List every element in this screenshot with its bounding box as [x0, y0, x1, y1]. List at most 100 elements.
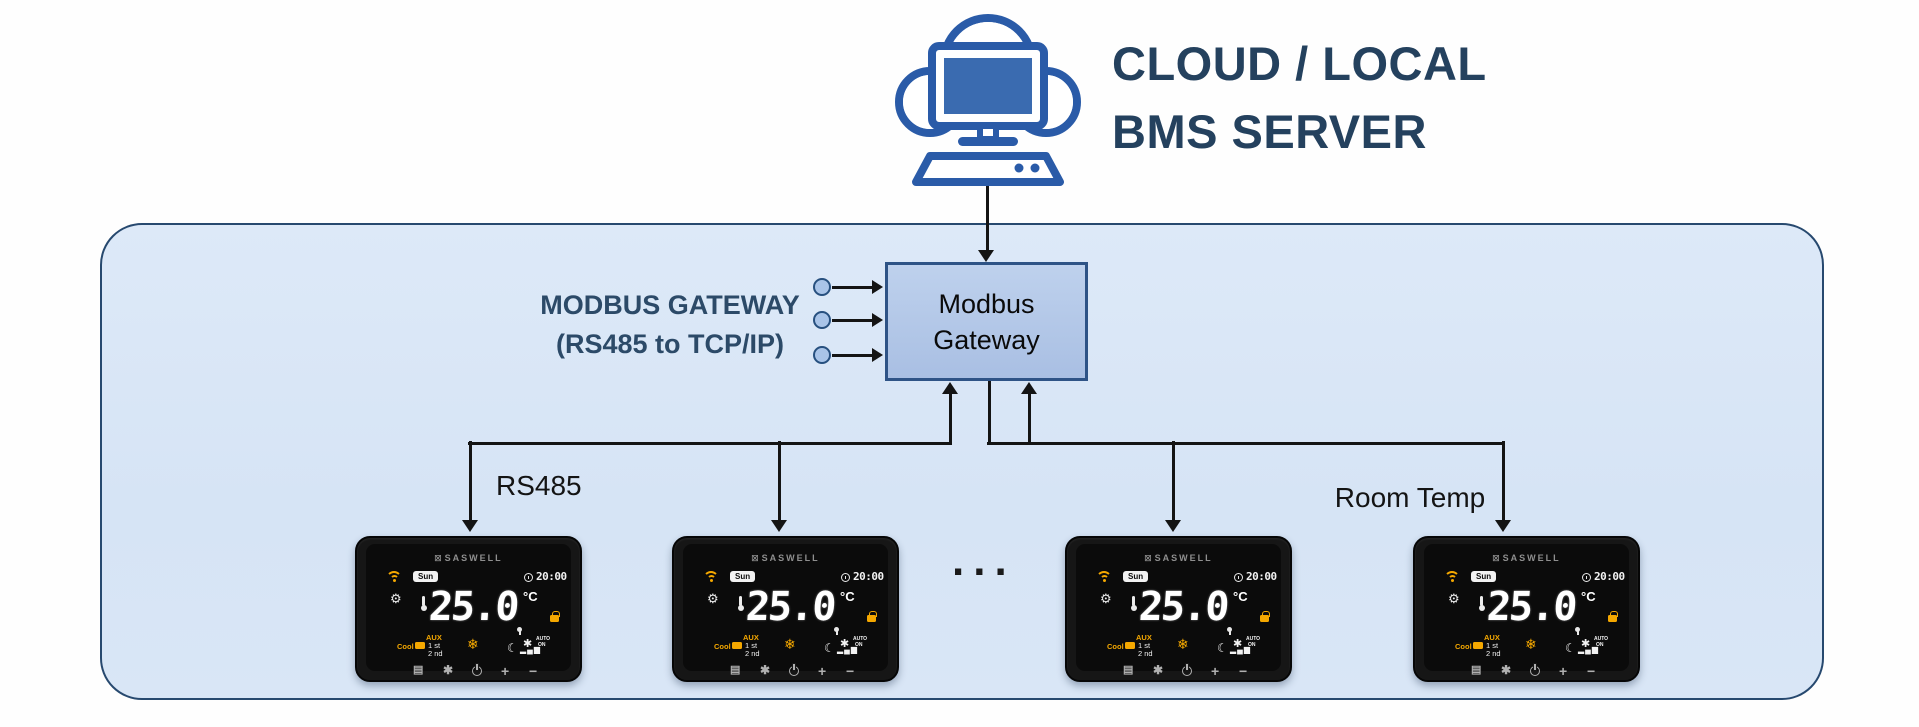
temperature-display: 25.0 — [427, 584, 519, 630]
fan-button[interactable]: ✱ — [760, 663, 771, 677]
stage-1-label: 1 st — [1138, 641, 1151, 650]
gateway-port-dot-3 — [813, 346, 831, 364]
minus-button[interactable]: − — [529, 663, 538, 679]
day-badge: Sun — [730, 571, 756, 582]
fan-on-label: ON — [538, 642, 546, 648]
wire-port-3 — [832, 353, 873, 357]
stage-2-label: 2 nd — [1138, 649, 1153, 658]
brand-name: SASWELL — [761, 553, 820, 563]
touch-icon — [1227, 627, 1232, 635]
thermostat-screen: ☒SASWELL Sun 20:00 ⚙ 25.0 °C AUX Cool 1 … — [1076, 544, 1281, 679]
fan-status-icon: ✱ — [1581, 638, 1591, 650]
thermostat-device: ☒SASWELL Sun 20:00 ⚙ 25.0 °C AUX Cool 1 … — [1065, 536, 1292, 682]
title-line-2: BMS SERVER — [1112, 105, 1427, 158]
fan-on-label: ON — [1248, 642, 1256, 648]
stage-2-label: 2 nd — [1486, 649, 1501, 658]
day-badge: Sun — [1471, 571, 1497, 582]
power-button[interactable] — [1530, 664, 1540, 676]
temperature-unit: °C — [1233, 589, 1248, 604]
arrowhead-port-1 — [872, 280, 883, 294]
minus-button[interactable]: − — [1239, 663, 1248, 679]
wire-drop-thermostat-2 — [777, 441, 781, 522]
thermometer-icon — [1130, 596, 1137, 611]
gateway-label-line-2: (RS485 to TCP/IP) — [555, 329, 785, 359]
more-thermostats-ellipsis: ... — [952, 536, 1016, 585]
stage-2-label: 2 nd — [745, 649, 760, 658]
menu-button[interactable]: ▤ — [1471, 664, 1482, 676]
power-button[interactable] — [789, 664, 799, 676]
brand-name: SASWELL — [1502, 553, 1561, 563]
mode-label: Cool — [1455, 642, 1472, 651]
temperature-display: 25.0 — [1485, 584, 1577, 630]
menu-button[interactable]: ▤ — [730, 664, 741, 676]
stage-2-label: 2 nd — [428, 649, 443, 658]
thermometer-icon — [737, 596, 744, 611]
thermometer-icon — [1478, 596, 1485, 611]
plus-button[interactable]: + — [818, 663, 827, 679]
plus-button[interactable]: + — [1211, 663, 1220, 679]
arrowhead-thermostat-1 — [462, 520, 478, 532]
modbus-gateway-box: Modbus Gateway — [885, 262, 1088, 381]
brand-logo-icon: ☒ — [1492, 554, 1500, 563]
brand-name: SASWELL — [444, 553, 503, 563]
plus-button[interactable]: + — [501, 663, 510, 679]
clock-icon — [1582, 573, 1591, 582]
thermostat-screen: ☒SASWELL Sun 20:00 ⚙ 25.0 °C AUX Cool 1 … — [366, 544, 571, 679]
thermostat-2: ☒SASWELL Sun 20:00 ⚙ 25.0 °C AUX Cool 1 … — [672, 536, 899, 682]
plus-button[interactable]: + — [1559, 663, 1568, 679]
gateway-box-line-1: Modbus — [938, 288, 1035, 319]
arrowhead-into-gateway-top — [978, 250, 994, 262]
power-button[interactable] — [472, 664, 482, 676]
brand-logo-icon: ☒ — [1144, 554, 1152, 563]
brand-logo-icon: ☒ — [434, 554, 442, 563]
day-badge: Sun — [1123, 571, 1149, 582]
fan-button[interactable]: ✱ — [1501, 663, 1512, 677]
wire-port-2 — [832, 318, 873, 322]
mode-chip — [1125, 642, 1135, 649]
gear-icon: ⚙ — [390, 591, 402, 606]
arrowhead-port-2 — [872, 313, 883, 327]
diagram-title: CLOUD / LOCAL BMS SERVER — [1112, 30, 1632, 166]
gateway-port-dot-2 — [813, 311, 831, 329]
thermostat-device: ☒SASWELL Sun 20:00 ⚙ 25.0 °C AUX Cool 1 … — [355, 536, 582, 682]
mode-chip — [415, 642, 425, 649]
lock-icon — [550, 611, 560, 622]
brand-logo: ☒SASWELL — [1076, 553, 1281, 563]
arrowhead-thermostat-4 — [1495, 520, 1511, 532]
stage-1-label: 1 st — [1486, 641, 1499, 650]
gear-icon: ⚙ — [1448, 591, 1460, 606]
aux-label: AUX — [1136, 633, 1152, 642]
fan-button[interactable]: ✱ — [1153, 663, 1164, 677]
fan-speed-bars: ▂▄▆ — [837, 645, 858, 654]
fan-button[interactable]: ✱ — [443, 663, 454, 677]
aux-label: AUX — [1484, 633, 1500, 642]
thermostat-3: ☒SASWELL Sun 20:00 ⚙ 25.0 °C AUX Cool 1 … — [1065, 536, 1292, 682]
temperature-unit: °C — [523, 589, 538, 604]
aux-label: AUX — [426, 633, 442, 642]
snowflake-icon: ❄ — [1177, 636, 1189, 652]
fan-auto-label: AUTO — [1246, 636, 1261, 642]
fan-status-icon: ✱ — [840, 638, 850, 650]
day-badge: Sun — [413, 571, 439, 582]
time-display: 20:00 — [1594, 570, 1625, 583]
menu-button[interactable]: ▤ — [413, 664, 424, 676]
wire-drop-thermostat-1 — [468, 441, 472, 522]
touch-icon — [834, 627, 839, 635]
thermostat-screen: ☒SASWELL Sun 20:00 ⚙ 25.0 °C AUX Cool 1 … — [683, 544, 888, 679]
fan-auto-label: AUTO — [853, 636, 868, 642]
minus-button[interactable]: − — [1587, 663, 1596, 679]
wire-drop-thermostat-3 — [1171, 441, 1175, 522]
menu-button[interactable]: ▤ — [1123, 664, 1134, 676]
temperature-unit: °C — [840, 589, 855, 604]
power-button[interactable] — [1182, 664, 1192, 676]
thermostat-screen: ☒SASWELL Sun 20:00 ⚙ 25.0 °C AUX Cool 1 … — [1424, 544, 1629, 679]
stage-1-label: 1 st — [745, 641, 758, 650]
minus-button[interactable]: − — [846, 663, 855, 679]
wire-bus-right — [987, 441, 1505, 445]
thermostat-4: ☒SASWELL Sun 20:00 ⚙ 25.0 °C AUX Cool 1 … — [1413, 536, 1640, 682]
arrowhead-thermostat-3 — [1165, 520, 1181, 532]
mode-label: Cool — [397, 642, 414, 651]
clock-icon — [841, 573, 850, 582]
wire-server-to-gateway — [985, 186, 989, 252]
clock-icon — [1234, 573, 1243, 582]
